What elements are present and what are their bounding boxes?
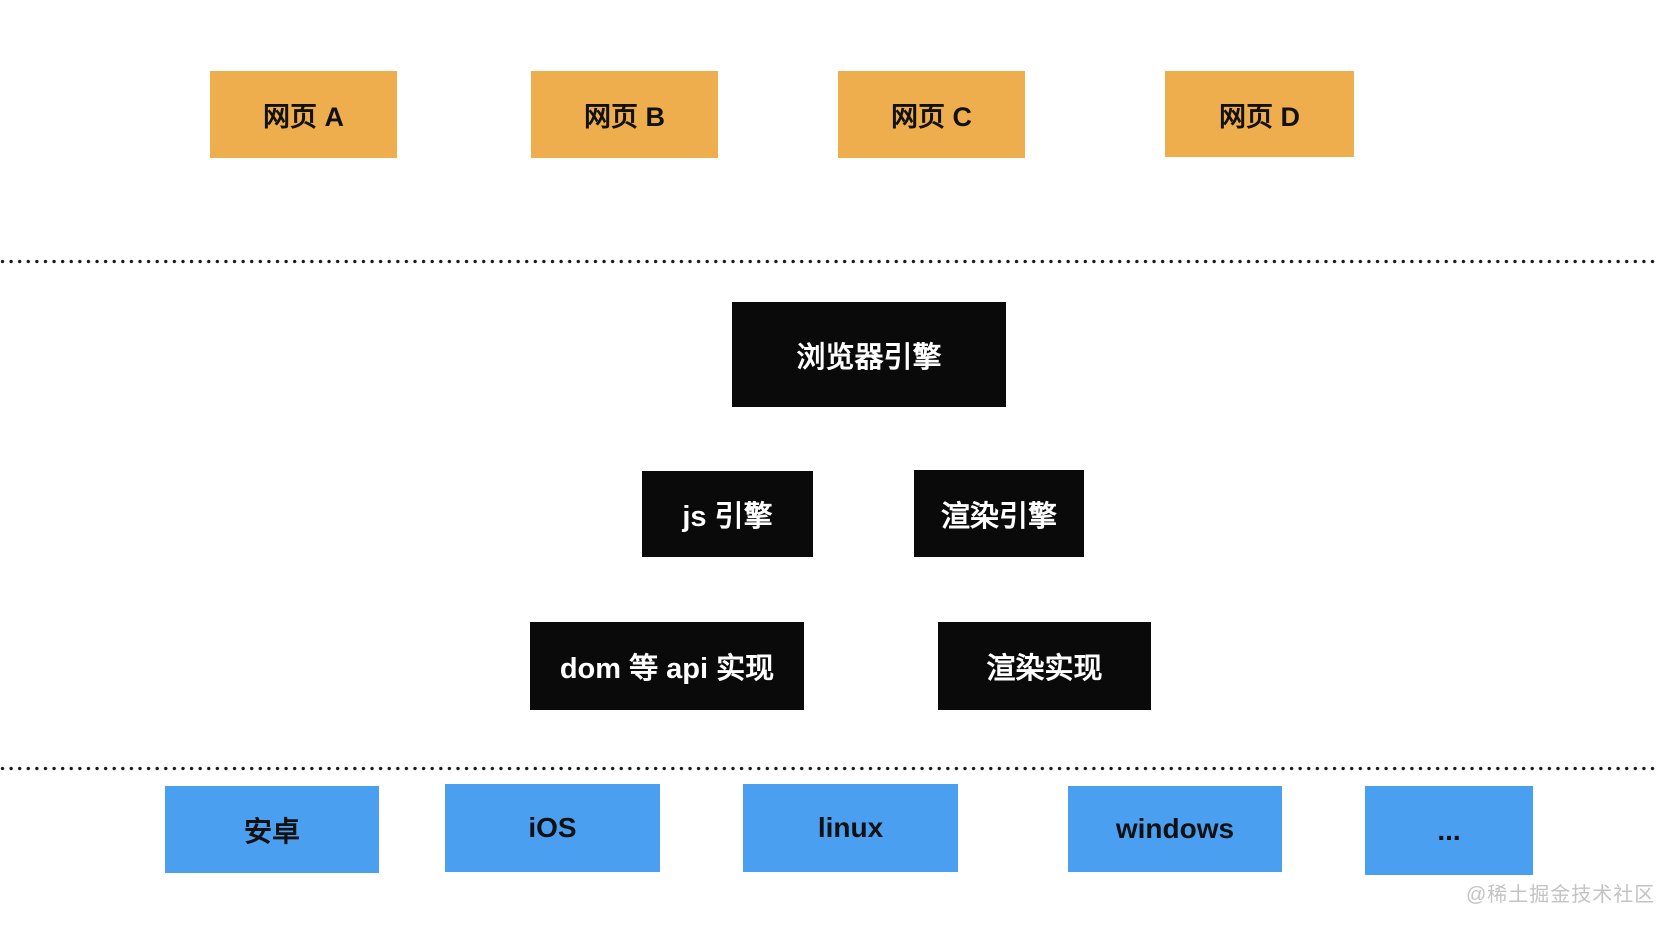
web-page-a-box: 网页 A bbox=[210, 71, 397, 158]
render-impl-box: 渲染实现 bbox=[938, 622, 1151, 710]
platform-linux-box: linux bbox=[743, 784, 958, 872]
dotted-divider-top bbox=[0, 259, 1656, 264]
web-page-c-box: 网页 C bbox=[838, 71, 1025, 158]
js-engine-box: js 引擎 bbox=[642, 471, 813, 557]
platform-windows-box: windows bbox=[1068, 786, 1282, 872]
render-engine-box: 渲染引擎 bbox=[914, 470, 1084, 557]
watermark: @稀土掘金技术社区 bbox=[1466, 884, 1656, 906]
dom-api-impl-box: dom 等 api 实现 bbox=[530, 622, 804, 710]
web-page-b-box: 网页 B bbox=[531, 71, 718, 158]
dotted-divider-bottom bbox=[0, 766, 1656, 771]
platform-android-box: 安卓 bbox=[165, 786, 379, 873]
web-page-d-box: 网页 D bbox=[1165, 71, 1354, 157]
platform-ios-box: iOS bbox=[445, 784, 660, 872]
platform-more-box: ... bbox=[1365, 786, 1533, 875]
browser-engine-box: 浏览器引擎 bbox=[732, 302, 1006, 407]
